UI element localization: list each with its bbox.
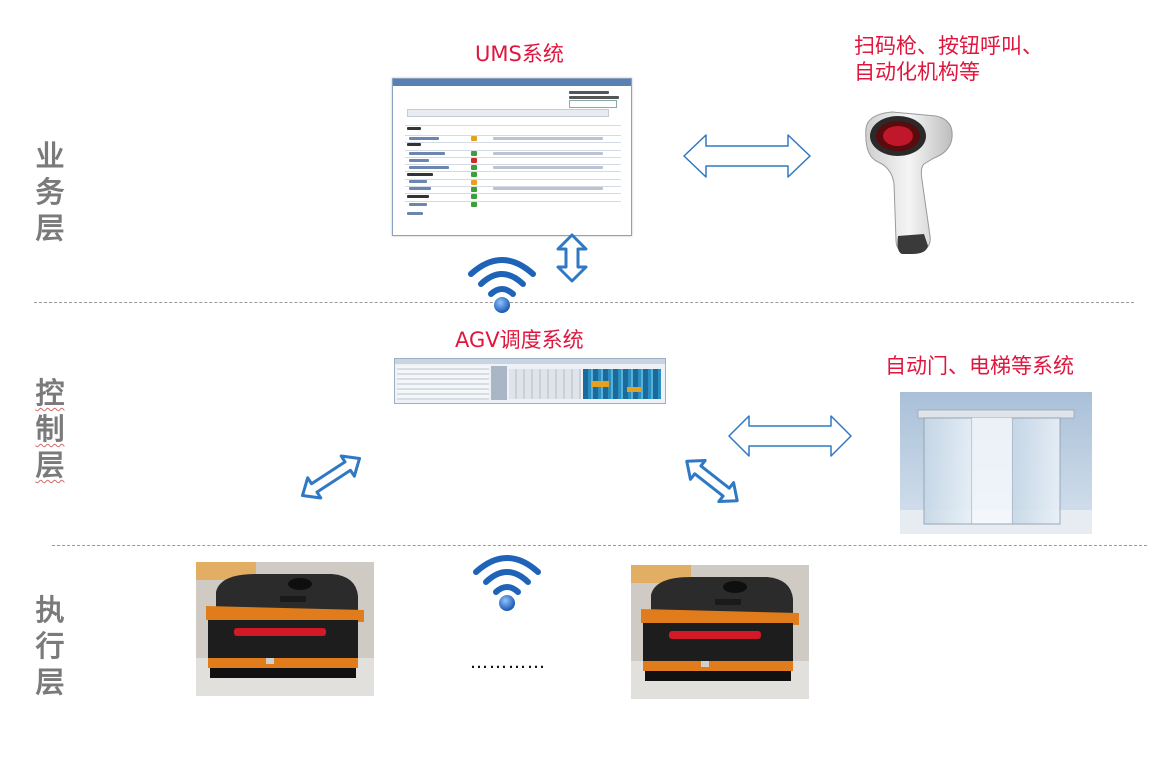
layer-char: 层 [35, 665, 65, 699]
agv-scheduler-screenshot [394, 358, 666, 404]
double-arrow-icon [685, 458, 739, 504]
layer-char: 业 [35, 139, 65, 173]
double-arrow-icon [556, 233, 588, 283]
layer-char: 制 [35, 412, 65, 446]
layer-char: 行 [35, 629, 65, 663]
layer-char: 务 [35, 175, 65, 209]
layer-label-control: 控 制 层 [30, 375, 70, 483]
automatic-door-image [900, 392, 1092, 534]
agv-robot-image [631, 565, 809, 699]
door-title: 自动门、电梯等系统 [885, 354, 1074, 378]
layer-label-business: 业 务 层 [30, 138, 70, 246]
agv-robot-image [196, 562, 374, 696]
wifi-icon [473, 555, 541, 611]
ellipsis: ………… [470, 652, 546, 673]
layer-char: 层 [35, 448, 65, 482]
ums-title: UMS系统 [475, 42, 564, 66]
scanner-title-line1: 扫码枪、按钮呼叫、 [854, 34, 1043, 58]
layer-char: 控 [35, 376, 65, 410]
layer-label-execution: 执 行 层 [30, 592, 70, 700]
layer-char: 执 [35, 593, 65, 627]
scanner-title-line2: 自动化机构等 [854, 60, 980, 84]
double-arrow-icon [300, 454, 362, 500]
layer-divider [34, 302, 1134, 303]
double-arrow-icon [683, 134, 811, 178]
barcode-scanner-image [865, 111, 953, 254]
layer-divider [52, 545, 1147, 546]
double-arrow-icon [728, 415, 852, 457]
ums-screenshot [392, 78, 632, 236]
layer-char: 层 [35, 211, 65, 245]
agv-title: AGV调度系统 [455, 328, 584, 352]
wifi-icon [468, 257, 536, 313]
